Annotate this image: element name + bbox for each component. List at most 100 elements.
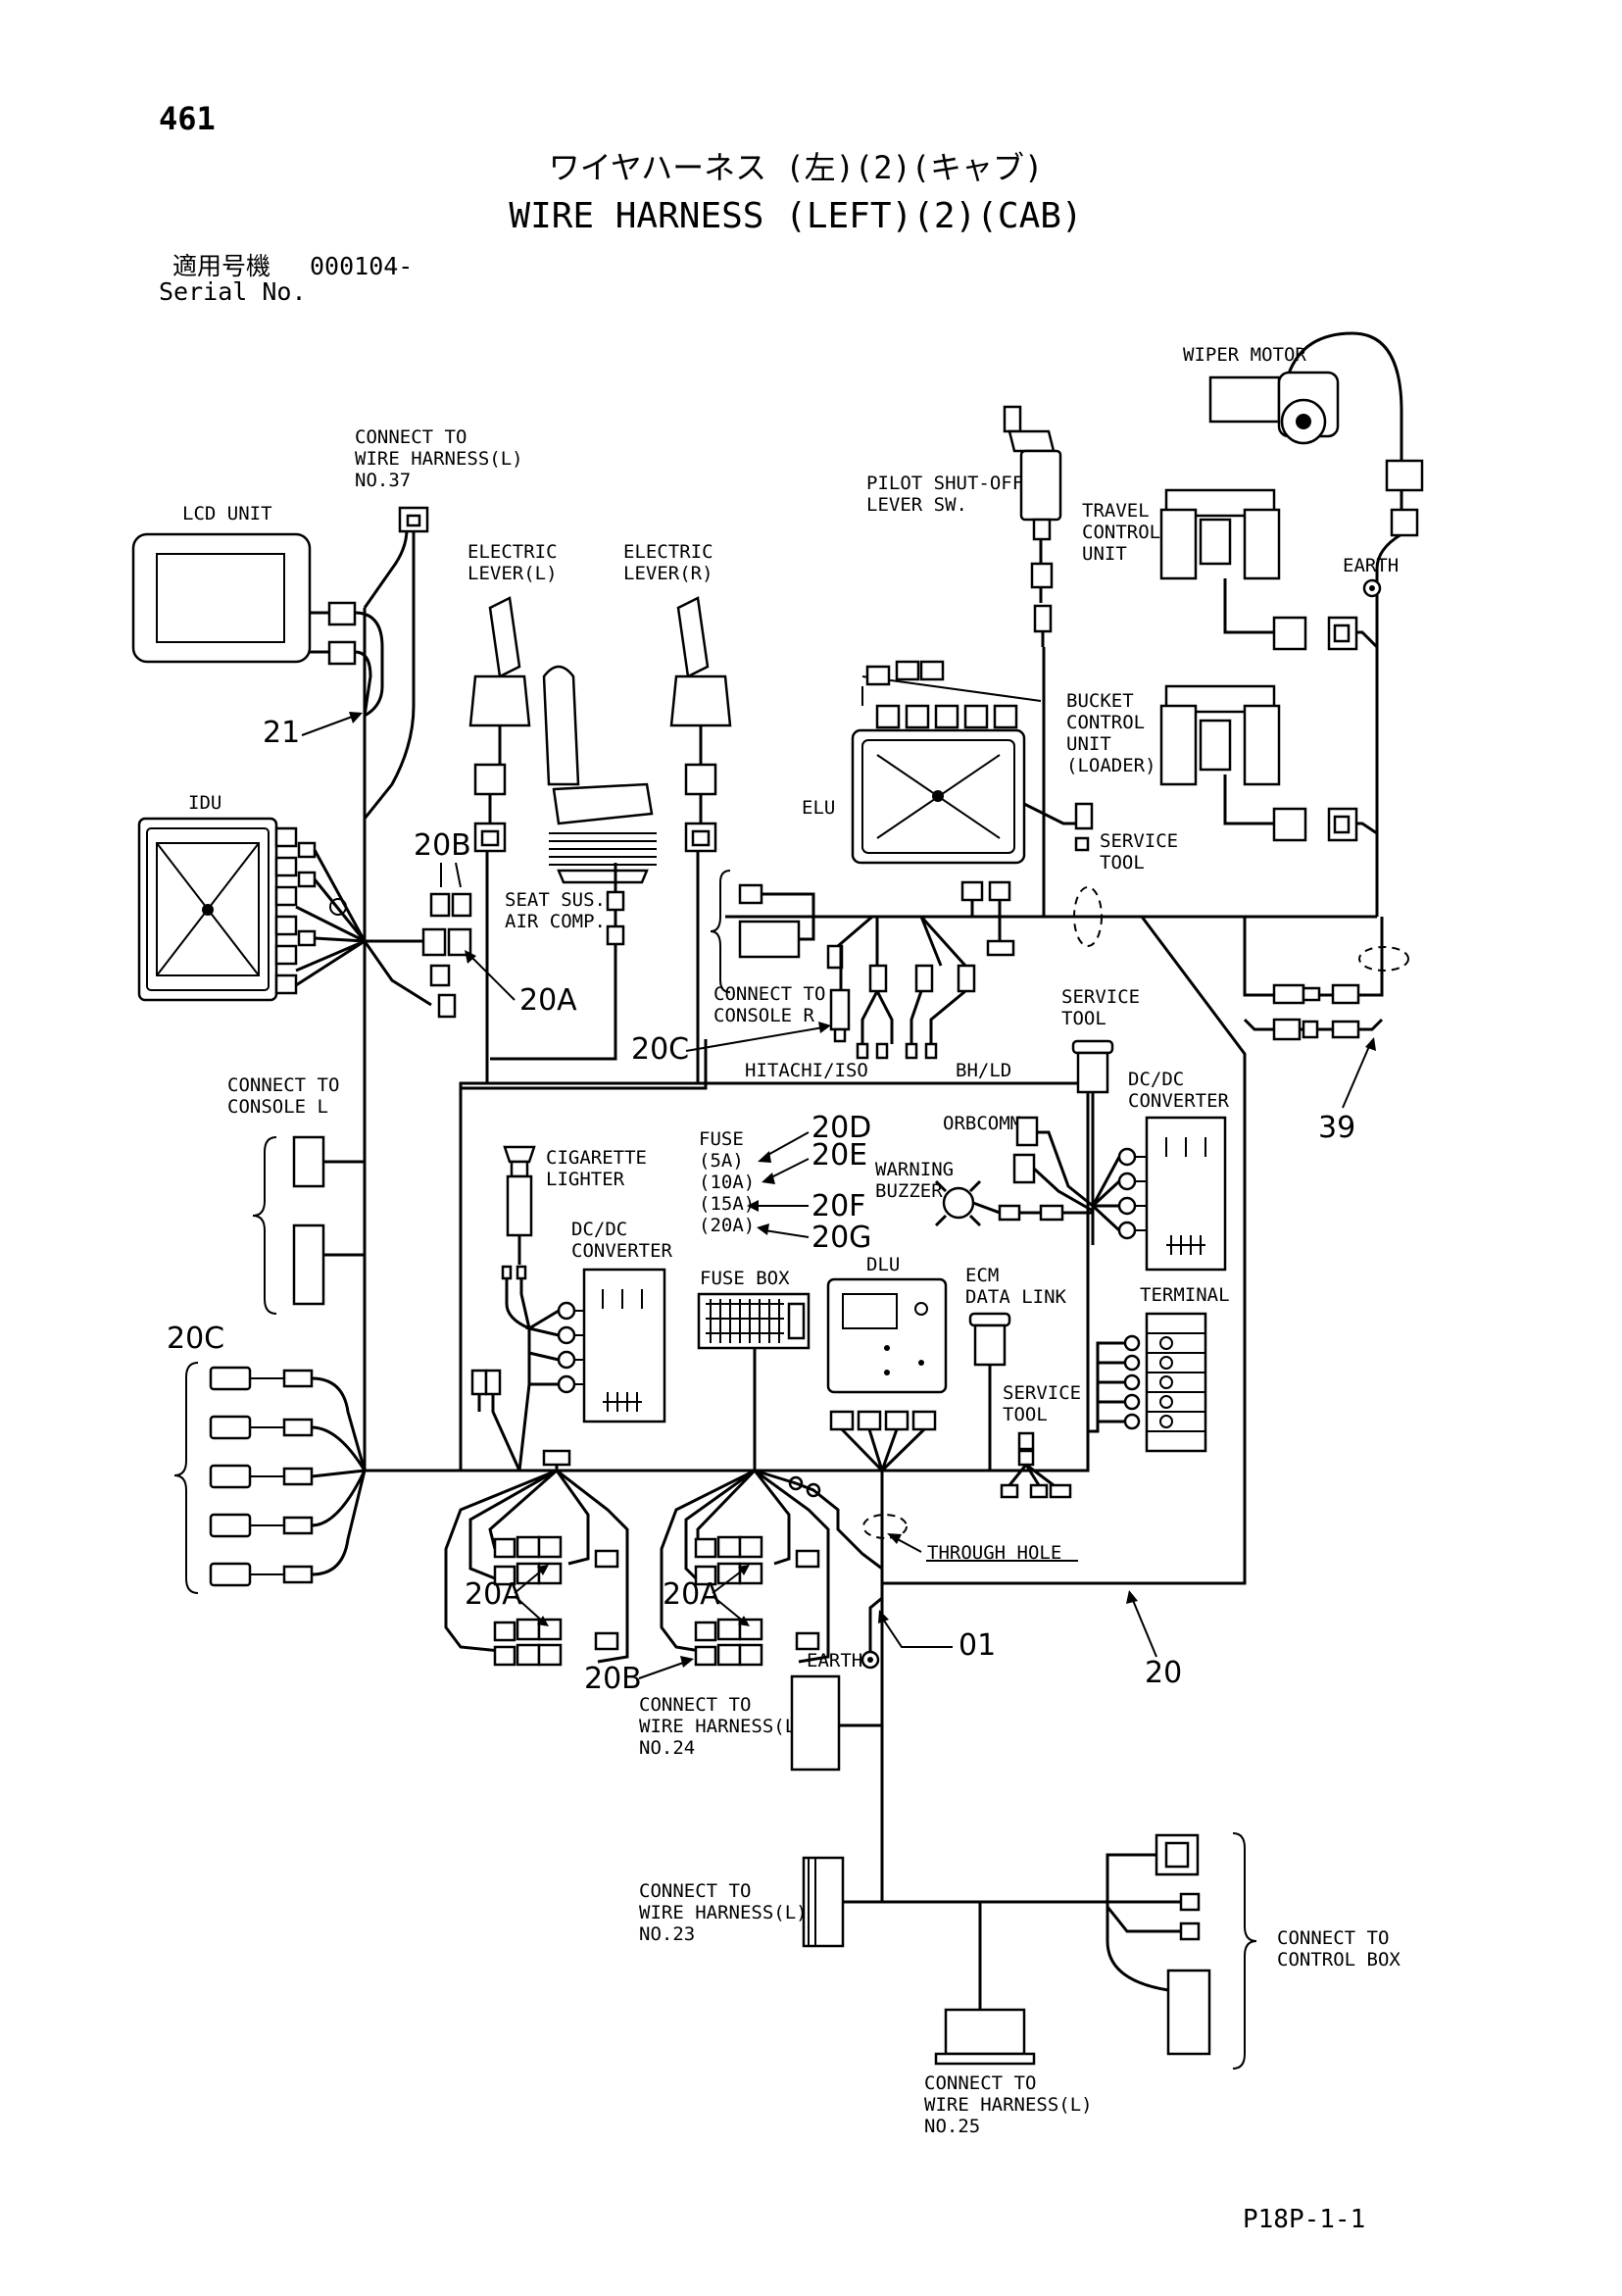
svg-text:DC/DC: DC/DC	[1128, 1069, 1184, 1090]
svg-text:EARTH: EARTH	[807, 1650, 862, 1672]
elu-unit: ELU	[802, 660, 1078, 957]
through-hole: THROUGH HOLE	[754, 1469, 1078, 1571]
svg-text:SERVICE: SERVICE	[1003, 1382, 1081, 1404]
idu-label: IDU	[188, 792, 221, 814]
svg-text:TERMINAL: TERMINAL	[1140, 1284, 1230, 1306]
callout-20d: 20D	[811, 1111, 871, 1145]
callout-20a-left: 20A	[465, 1577, 522, 1612]
svg-text:FUSE BOX: FUSE BOX	[700, 1268, 790, 1289]
svg-text:CIGARETTE: CIGARETTE	[546, 1147, 647, 1169]
svg-text:(15A): (15A)	[699, 1193, 755, 1215]
relay-block-top: 20B 20A	[363, 828, 577, 1019]
svg-text:CONSOLE L: CONSOLE L	[227, 1096, 328, 1118]
svg-text:TOOL: TOOL	[1003, 1404, 1048, 1425]
elu-bus-ellipse	[1073, 886, 1103, 947]
svg-text:ELU: ELU	[802, 797, 835, 819]
connect-wire-harness-37: CONNECT TO WIRE HARNESS(L) NO.37	[355, 426, 523, 820]
svg-text:CONNECT TO: CONNECT TO	[924, 2072, 1036, 2094]
fuse-ratings: FUSE (5A) (10A) (15A) (20A) 20D 20E 20F …	[699, 1111, 871, 1255]
connect-control-box: CONNECT TO CONTROL BOX	[1106, 1832, 1401, 2070]
serial-value: 000104-	[310, 252, 413, 280]
callout-20a-top: 20A	[519, 983, 577, 1018]
svg-text:CONNECT TO: CONNECT TO	[713, 983, 825, 1005]
svg-text:TRAVEL: TRAVEL	[1082, 500, 1150, 522]
idu-unit: IDU	[137, 792, 367, 1002]
svg-text:CONVERTER: CONVERTER	[571, 1240, 673, 1262]
connect-console-l: CONNECT TO CONSOLE L	[227, 1074, 339, 1315]
svg-text:(5A): (5A)	[699, 1150, 744, 1172]
dcdc-converter-right: DC/DC CONVERTER	[1091, 1069, 1230, 1272]
svg-text:TOOL: TOOL	[1100, 852, 1145, 873]
svg-text:NO.24: NO.24	[639, 1737, 695, 1759]
svg-text:AIR COMP.: AIR COMP.	[505, 911, 606, 932]
svg-text:WARNING: WARNING	[875, 1159, 954, 1180]
callout-20c-mid: 20C	[631, 1032, 689, 1067]
svg-text:NO.25: NO.25	[924, 2116, 980, 2137]
svg-text:UNIT: UNIT	[1082, 543, 1127, 565]
callout-20a-right: 20A	[663, 1577, 720, 1612]
callout-39: 39	[1318, 1111, 1355, 1145]
connect-wire-harness-25: CONNECT TO WIRE HARNESS(L) NO.25	[924, 2008, 1093, 2137]
lcd-unit: LCD UNIT	[131, 503, 384, 718]
svg-text:FUSE: FUSE	[699, 1128, 744, 1150]
callout-21: 21	[263, 716, 300, 750]
svg-text:CONNECT TO: CONNECT TO	[227, 1074, 339, 1096]
lcd-unit-label: LCD UNIT	[182, 503, 272, 524]
callout-20b-top: 20B	[414, 828, 471, 863]
title-japanese: ワイヤハーネス (左)(2)(キャブ)	[549, 149, 1044, 186]
wiper-motor: WIPER MOTOR	[1183, 344, 1424, 537]
svg-text:SERVICE: SERVICE	[1061, 986, 1140, 1008]
svg-text:DLU: DLU	[866, 1254, 900, 1275]
svg-text:SEAT SUS.: SEAT SUS.	[505, 889, 606, 911]
earth-bottom: EARTH	[807, 1596, 883, 1672]
svg-text:NO.37: NO.37	[355, 470, 411, 491]
callout-20b-bottom: 20B	[584, 1662, 642, 1696]
svg-text:WIRE HARNESS(L): WIRE HARNESS(L)	[639, 1716, 808, 1737]
callout-20g: 20G	[811, 1221, 871, 1255]
relay-block-bottom-right: 20A 20B	[584, 1469, 830, 1696]
callout-20: 20	[1145, 1656, 1182, 1690]
callout-20e: 20E	[811, 1138, 867, 1173]
terminal-block: TERMINAL	[1088, 1284, 1230, 1453]
svg-text:LEVER SW.: LEVER SW.	[866, 494, 967, 516]
svg-text:DATA LINK: DATA LINK	[965, 1286, 1067, 1308]
svg-text:CONTROL BOX: CONTROL BOX	[1277, 1949, 1401, 1971]
svg-text:ELECTRIC: ELECTRIC	[467, 541, 558, 563]
svg-text:EARTH: EARTH	[1343, 555, 1399, 576]
svg-text:ORBCOMM: ORBCOMM	[943, 1113, 1021, 1134]
svg-text:BH/LD: BH/LD	[956, 1060, 1011, 1081]
serial-label-japanese: 適用号機	[172, 252, 270, 280]
operator-seat	[542, 665, 657, 884]
svg-text:CONVERTER: CONVERTER	[1128, 1090, 1230, 1112]
connect-wire-harness-24: CONNECT TO WIRE HARNESS(L) NO.24	[639, 1674, 882, 1772]
dlu-unit: DLU	[826, 1254, 948, 1472]
electric-lever-left: ELECTRIC LEVER(L)	[467, 541, 558, 853]
seat-suspension-air-compressor: SEAT SUS. AIR COMP.	[505, 863, 625, 946]
relay-block-bottom-left: 20A	[444, 1369, 629, 1667]
svg-text:ELECTRIC: ELECTRIC	[623, 541, 713, 563]
svg-text:CONNECT TO: CONNECT TO	[639, 1880, 751, 1902]
travel-control-unit: TRAVEL CONTROL UNIT	[1082, 488, 1358, 651]
svg-text:CONTROL: CONTROL	[1082, 522, 1160, 543]
page-number: 461	[159, 100, 216, 137]
service-tool-bottom: SERVICE TOOL	[1000, 1382, 1081, 1499]
svg-text:WIRE HARNESS(L): WIRE HARNESS(L)	[639, 1902, 808, 1923]
hitachi-iso-bhld-selectors: HITACHI/ISO BH/LD	[745, 989, 1011, 1081]
svg-text:UNIT: UNIT	[1066, 733, 1111, 755]
svg-text:PILOT SHUT-OFF: PILOT SHUT-OFF	[866, 473, 1023, 494]
callout-20f: 20F	[811, 1189, 865, 1223]
ecm-data-link: ECM DATA LINK	[965, 1265, 1067, 1471]
connect-wire-harness-23: CONNECT TO WIRE HARNESS(L) NO.23	[639, 1856, 845, 1948]
svg-text:THROUGH HOLE: THROUGH HOLE	[927, 1542, 1061, 1564]
callout-01: 01	[958, 1628, 996, 1663]
svg-text:(20A): (20A)	[699, 1215, 755, 1236]
svg-text:CONSOLE R: CONSOLE R	[713, 1005, 815, 1026]
figure-code: P18P-1-1	[1243, 2205, 1365, 2234]
connect-console-r: CONNECT TO CONSOLE R	[713, 946, 851, 1043]
svg-text:CONNECT TO: CONNECT TO	[1277, 1927, 1389, 1949]
svg-text:CONTROL: CONTROL	[1066, 712, 1145, 733]
electric-lever-right: ELECTRIC LEVER(R)	[623, 541, 732, 853]
svg-text:ECM: ECM	[965, 1265, 999, 1286]
svg-text:LIGHTER: LIGHTER	[546, 1169, 625, 1190]
svg-text:TOOL: TOOL	[1061, 1008, 1106, 1029]
